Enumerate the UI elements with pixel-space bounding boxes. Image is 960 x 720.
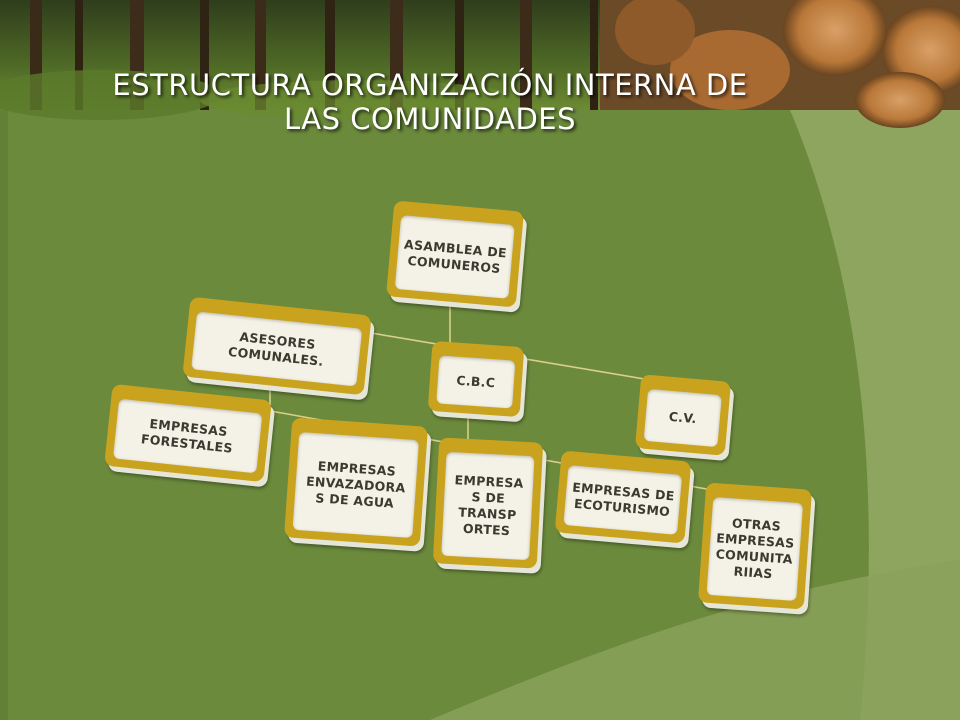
node-transportes-inner: EMPRESA S DE TRANSP ORTES: [441, 451, 535, 561]
node-asamblea-label: ASAMBLEA DE COMUNEROS: [403, 236, 508, 276]
node-otras-label: OTRAS EMPRESAS COMUNITA RIIAS: [715, 515, 795, 582]
page-title: ESTRUCTURA ORGANIZACIÓN INTERNA DE LAS C…: [40, 68, 820, 136]
node-agua: EMPRESAS ENVAZADORA S DE AGUA: [283, 417, 429, 547]
node-otras: OTRAS EMPRESAS COMUNITA RIIAS: [697, 482, 813, 610]
node-ecoturismo-label: EMPRESAS DE ECOTURISMO: [571, 479, 676, 520]
node-cv: C.V.: [634, 374, 732, 456]
node-ecoturismo-inner: EMPRESAS DE ECOTURISMO: [563, 465, 683, 535]
node-transportes: EMPRESA S DE TRANSP ORTES: [432, 437, 544, 569]
node-cv-inner: C.V.: [643, 388, 722, 448]
title-line-1: ESTRUCTURA ORGANIZACIÓN INTERNA DE: [112, 68, 748, 102]
node-agua-inner: EMPRESAS ENVAZADORA S DE AGUA: [292, 431, 420, 539]
node-cbc-inner: C.B.C: [436, 355, 516, 409]
light-green-sweep: [430, 560, 960, 720]
left-edge: [0, 110, 8, 720]
node-forestales-label: EMPRESAS FORESTALES: [140, 415, 234, 456]
node-asamblea: ASAMBLEA DE COMUNEROS: [386, 200, 524, 308]
node-transportes-label: EMPRESA S DE TRANSP ORTES: [454, 472, 525, 539]
node-agua-label: EMPRESAS ENVAZADORA S DE AGUA: [305, 458, 406, 511]
node-ecoturismo: EMPRESAS DE ECOTURISMO: [554, 450, 692, 544]
node-forestales: EMPRESAS FORESTALES: [104, 383, 272, 483]
node-cv-label: C.V.: [668, 408, 698, 427]
title-line-2: LAS COMUNIDADES: [283, 102, 577, 136]
node-cbc-label: C.B.C: [455, 372, 496, 391]
node-asamblea-inner: ASAMBLEA DE COMUNEROS: [394, 215, 515, 299]
node-asesores-label: ASESORES COMUNALES.: [227, 329, 325, 369]
node-cbc: C.B.C: [427, 340, 525, 418]
forest-banner: [0, 0, 960, 128]
node-otras-inner: OTRAS EMPRESAS COMUNITA RIIAS: [706, 496, 804, 602]
